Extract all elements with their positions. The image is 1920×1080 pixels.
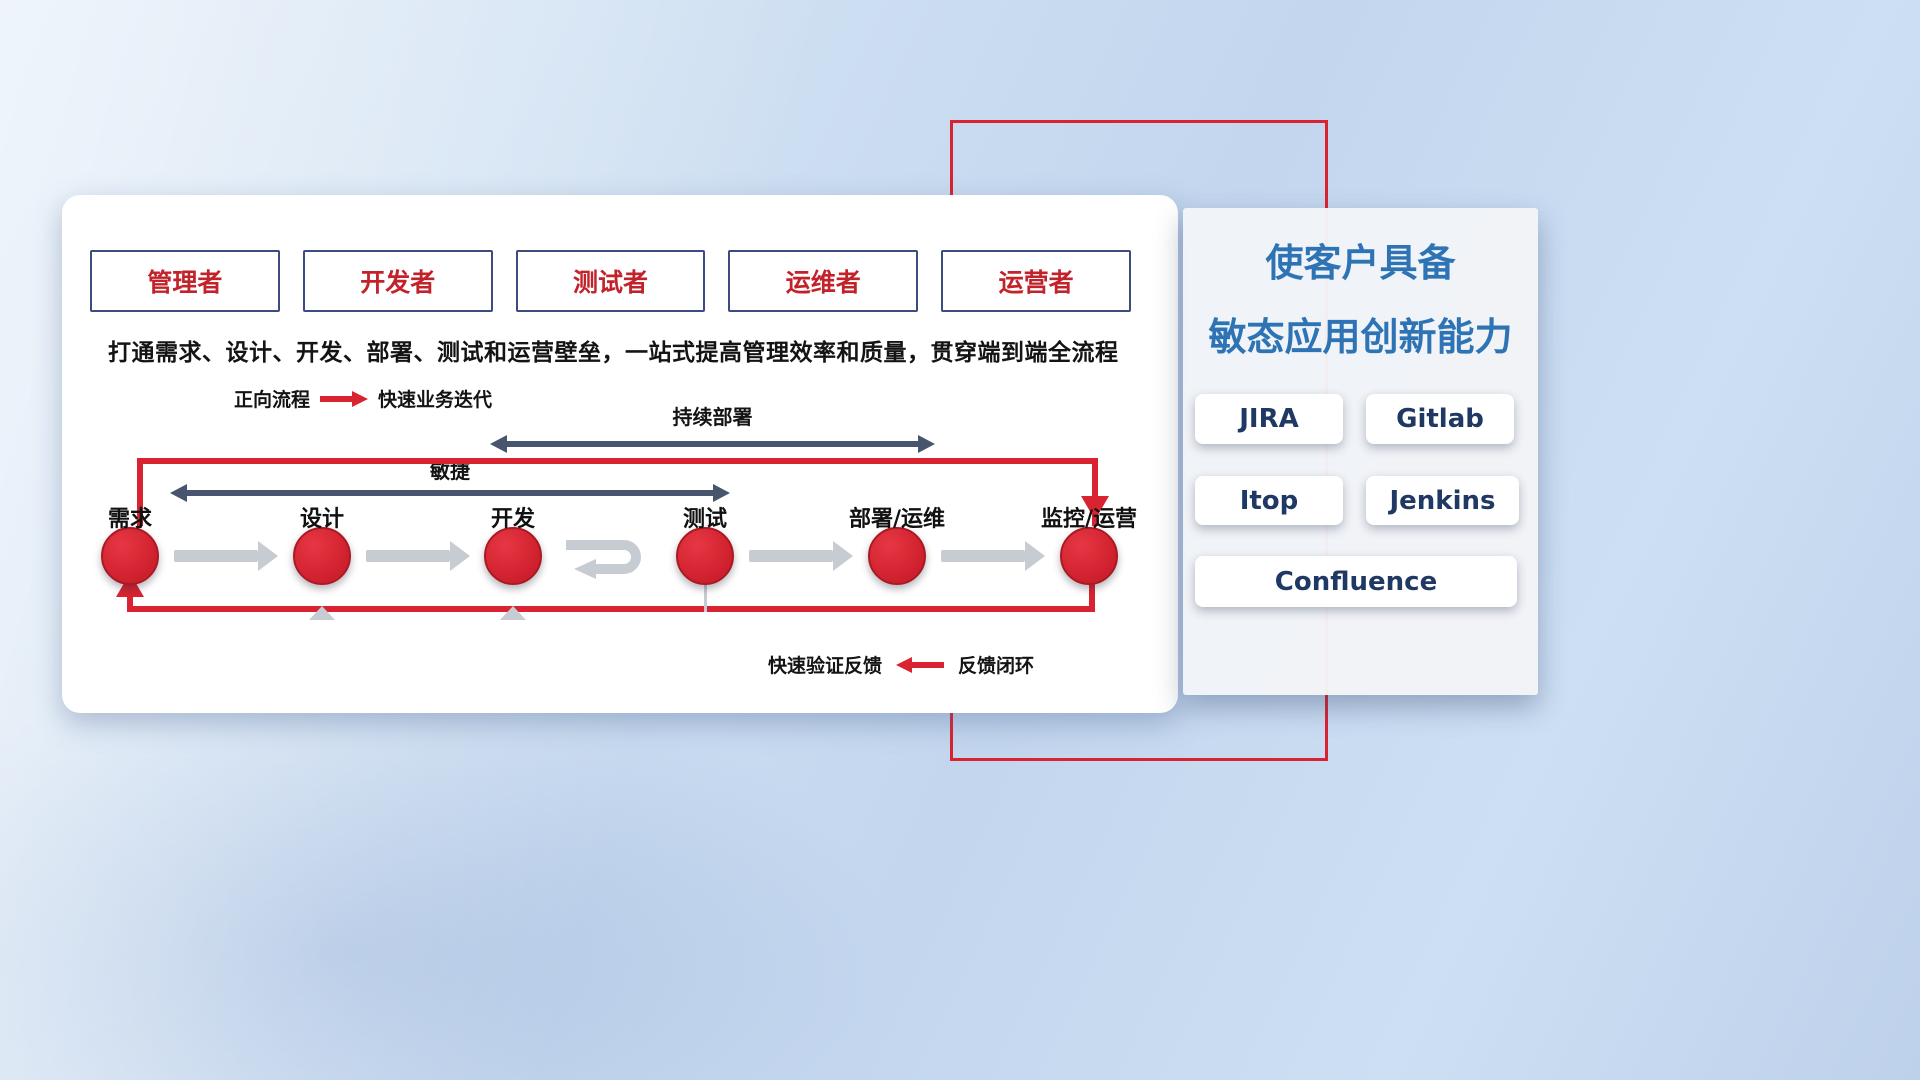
red-loop-bottom-line (127, 584, 1095, 612)
stage-circle (484, 527, 542, 585)
devops-flow-card: 管理者 开发者 测试者 运维者 运营者 打通需求、设计、开发、部署、测试和运营壁… (62, 195, 1178, 713)
tool-jira: JIRA (1195, 394, 1343, 444)
stage-label: 测试 (682, 507, 727, 532)
role-label: 运维者 (785, 268, 861, 297)
flow-arrow-icon (749, 541, 853, 571)
legend-forward: 正向流程 快速业务迭代 (234, 385, 492, 412)
flow-arrow-icon (366, 541, 470, 571)
panel-title-line1: 使客户具备 (1265, 241, 1456, 285)
capability-panel: 使客户具备 敏态应用创新能力 JIRA Gitlab Itop Jenkins … (1183, 208, 1538, 695)
legend-forward-value: 快速业务迭代 (378, 389, 493, 411)
role-label: 管理者 (147, 268, 223, 297)
feedback-connector-line (704, 584, 707, 612)
legend-feedback-value: 快速验证反馈 (768, 655, 883, 677)
stage-develop: 开发 (438, 501, 588, 585)
legend-forward-label: 正向流程 (234, 389, 311, 411)
panel-title: 使客户具备 敏态应用创新能力 (1183, 226, 1538, 374)
red-loop-top-line (137, 458, 1098, 526)
tool-jenkins: Jenkins (1366, 476, 1519, 525)
stage-label: 需求 (107, 507, 152, 532)
stage-label: 部署/运维 (848, 507, 946, 532)
flow-arrow-icon (941, 541, 1045, 571)
flow-arrow-icon (174, 541, 278, 571)
stage-deploy-ops: 部署/运维 (822, 501, 972, 585)
tool-itop: Itop (1195, 476, 1343, 525)
role-box-operator: 运营者 (941, 250, 1131, 312)
role-box-developer: 开发者 (302, 250, 493, 312)
stage-design: 设计 (247, 501, 397, 585)
continuous-deploy-label: 持续部署 (672, 405, 753, 429)
red-loop-down-arrow-icon (1081, 496, 1109, 520)
role-box-ops: 运维者 (728, 250, 919, 312)
stage-circle (868, 527, 926, 585)
forward-arrow-icon (320, 390, 369, 407)
legend-feedback: 快速验证反馈 反馈闭环 (768, 651, 1034, 678)
agile-span-arrow-icon (170, 484, 730, 502)
feedback-arrow-icon (896, 656, 945, 673)
stage-circle (1060, 527, 1118, 585)
role-label: 运营者 (998, 268, 1074, 297)
tool-gitlab: Gitlab (1366, 394, 1514, 444)
stage-circle (101, 527, 159, 585)
continuous-deploy-span-arrow-icon (490, 435, 935, 453)
role-box-tester: 测试者 (515, 250, 706, 312)
legend-feedback-label: 反馈闭环 (958, 655, 1035, 677)
stage-circle (676, 527, 734, 585)
panel-title-line2: 敏态应用创新能力 (1208, 315, 1513, 359)
flow-description: 打通需求、设计、开发、部署、测试和运营壁垒，一站式提高管理效率和质量，贯穿端到端… (108, 340, 1119, 366)
role-label: 开发者 (360, 268, 436, 297)
stage-label: 设计 (299, 507, 344, 532)
role-label: 测试者 (572, 268, 648, 297)
stage-monitor-operate: 监控/运营 (1014, 501, 1164, 585)
stage-label: 监控/运营 (1040, 507, 1138, 532)
role-box-manager: 管理者 (90, 250, 280, 312)
stage-test: 测试 (630, 501, 780, 585)
stage-requirements: 需求 (55, 501, 205, 585)
feedback-up-arrow-icon (309, 587, 335, 620)
role-boxes-row: 管理者 开发者 测试者 运维者 运营者 (90, 250, 1131, 312)
stage-circle (293, 527, 351, 585)
feedback-up-arrow-icon (500, 587, 526, 620)
stage-label: 开发 (490, 507, 535, 532)
iteration-loop-arrow-icon (562, 533, 657, 589)
tool-confluence: Confluence (1195, 556, 1517, 607)
